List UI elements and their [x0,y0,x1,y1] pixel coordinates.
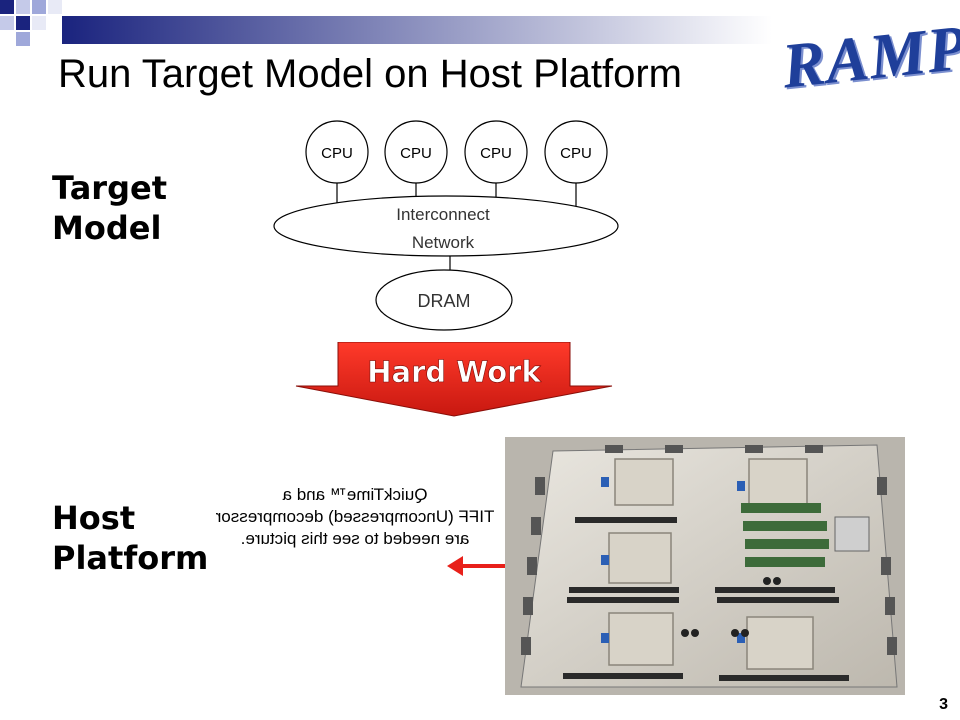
host-platform-label: Host Platform [52,499,209,577]
interconnect-label-line1: Interconnect [396,205,490,224]
page-number: 3 [939,696,948,713]
dram-node: DRAM [375,269,513,331]
hard-work-arrow: Hard Work [295,342,613,417]
cpu-node-1: CPU [305,120,369,184]
hard-work-label: Hard Work [367,355,541,389]
interconnect-network-node: Interconnect Network [273,195,619,257]
target-model-label: Target Model [52,169,167,247]
header-decoration [0,0,772,46]
cpu-node-2: CPU [384,120,448,184]
target-model-diagram: CPU CPU CPU CPU Interconnect Network DRA… [273,120,619,331]
cpu-label-2: CPU [400,145,432,162]
ramp-logo: RAMP [778,11,960,102]
cpu-label-3: CPU [480,145,512,162]
cpu-node-3: CPU [464,120,528,184]
fpga-board-image [505,437,905,695]
quicktime-placeholder-text: QuickTime™ and a TIFF (Uncompressed) dec… [215,485,495,548]
interconnect-label-line2: Network [412,233,475,252]
cpu-label-4: CPU [560,145,592,162]
cpu-node-4: CPU [544,120,608,184]
cpu-label-1: CPU [321,145,353,162]
dram-label: DRAM [418,291,471,311]
fpga-board-photo [505,437,905,695]
slide-title: Run Target Model on Host Platform [58,52,683,96]
